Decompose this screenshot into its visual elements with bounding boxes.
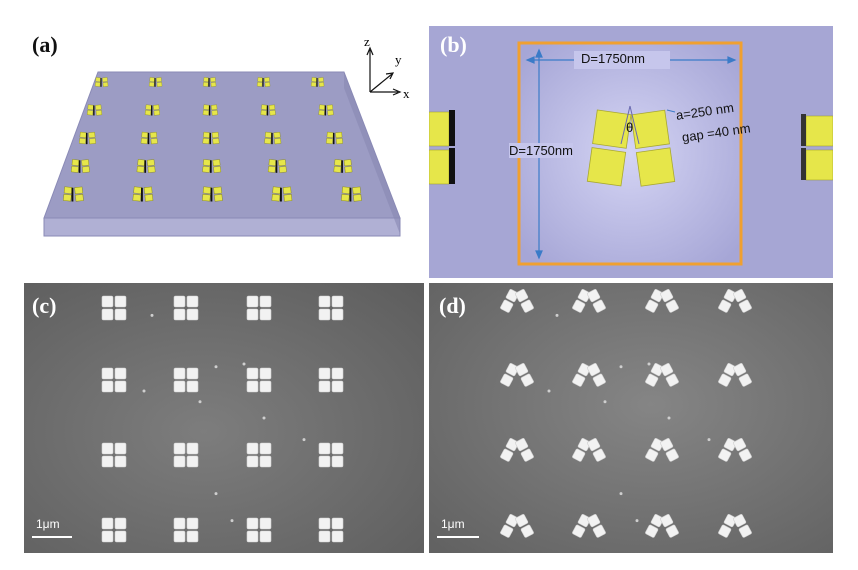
axis-triad xyxy=(366,46,402,96)
tetramer xyxy=(62,186,84,202)
sem-tetramer xyxy=(500,438,534,462)
axis-x-label: x xyxy=(403,86,410,101)
tetramer xyxy=(94,77,109,87)
sem-tetramer xyxy=(101,295,127,321)
tetramer xyxy=(271,186,293,202)
substrate-front xyxy=(43,217,401,237)
tetramer xyxy=(202,104,218,116)
tetramer xyxy=(148,77,163,87)
sem-tetramer xyxy=(718,289,752,313)
tetramer-left xyxy=(586,109,632,187)
sem-tetramer xyxy=(645,514,679,538)
sem-tetramer xyxy=(572,363,606,387)
sem-tetramer xyxy=(572,289,606,313)
sem-tetramer xyxy=(645,289,679,313)
tetramer xyxy=(256,77,271,87)
panel-label-c: (c) xyxy=(32,293,57,318)
tetramer xyxy=(267,159,287,173)
sem-tetramer xyxy=(645,363,679,387)
horizontal-label-bg xyxy=(574,51,670,69)
sem-tetramer xyxy=(645,438,679,462)
sem-tetramer xyxy=(718,514,752,538)
panel-a-schematic: z y x xyxy=(43,34,410,237)
tetramer xyxy=(132,186,154,202)
sem-tetramer xyxy=(101,367,127,393)
panel-label-a: (a) xyxy=(32,32,58,57)
sem-tetramer xyxy=(500,363,534,387)
panel-b-unit-cell xyxy=(429,26,833,278)
neighbor-left xyxy=(429,110,455,185)
sem-tetramer xyxy=(173,442,199,468)
tetramer-right xyxy=(630,109,676,187)
tetramer xyxy=(340,186,362,202)
tetramer xyxy=(318,104,334,116)
tetramer xyxy=(136,159,156,173)
scale-bar-d xyxy=(437,536,479,538)
sem-tetramer xyxy=(500,289,534,313)
axis-y-label: y xyxy=(395,52,402,67)
panel-label-d: (d) xyxy=(439,293,466,318)
scale-label-c: 1μm xyxy=(36,517,60,531)
sem-tetramer xyxy=(173,367,199,393)
panel-d: 1μm (d) xyxy=(429,283,833,553)
tetramer xyxy=(333,159,353,173)
tetramer xyxy=(144,104,161,116)
panel-a: z y x (a) xyxy=(18,22,418,272)
sem-tetramer xyxy=(246,367,272,393)
sem-tetramer xyxy=(101,517,127,543)
angle-line-right xyxy=(629,105,640,145)
angle-line-left xyxy=(620,105,631,145)
panel-d-sem xyxy=(429,283,833,553)
tetramer xyxy=(78,131,97,145)
axis-z-label: z xyxy=(364,34,370,49)
period-vertical-label: D=1750nm xyxy=(509,143,573,158)
tetramer xyxy=(202,77,217,87)
sem-tetramer xyxy=(318,367,344,393)
panel-c: 1μm (c) xyxy=(24,283,424,553)
sem-tetramer xyxy=(572,514,606,538)
period-horizontal-label: D=1750nm xyxy=(581,51,645,66)
neighbor-right xyxy=(801,114,833,181)
tetramer xyxy=(310,77,325,87)
tetramer xyxy=(260,104,276,116)
sem-tetramer xyxy=(101,442,127,468)
sem-tetramer xyxy=(500,514,534,538)
tetramer xyxy=(140,131,158,145)
sem-tetramer xyxy=(718,438,752,462)
scale-label-d: 1μm xyxy=(441,517,465,531)
tetramer xyxy=(202,159,222,173)
sem-tetramer xyxy=(318,517,344,543)
sem-tetramer xyxy=(173,517,199,543)
sem-tetramer xyxy=(246,442,272,468)
tetramer xyxy=(325,131,344,145)
tetramer xyxy=(201,186,223,202)
panel-c-sem xyxy=(24,283,424,553)
sem-tetramer xyxy=(246,517,272,543)
sem-tetramer xyxy=(318,442,344,468)
tetramer xyxy=(264,131,282,145)
sem-tetramer xyxy=(246,295,272,321)
sem-tetramer xyxy=(572,438,606,462)
angle-label: θ xyxy=(626,120,634,135)
scale-bar-c xyxy=(32,536,72,538)
sem-tetramer xyxy=(318,295,344,321)
tetramer xyxy=(86,104,103,116)
panel-label-b: (b) xyxy=(440,32,467,57)
substrate-side xyxy=(344,72,400,234)
tetramer xyxy=(202,131,220,145)
sem-tetramer xyxy=(718,363,752,387)
panel-b: D=1750nm D=1750nm θ a=250 nm gap =40 nm … xyxy=(429,26,833,278)
sem-tetramer xyxy=(173,295,199,321)
tetramer xyxy=(70,159,90,173)
